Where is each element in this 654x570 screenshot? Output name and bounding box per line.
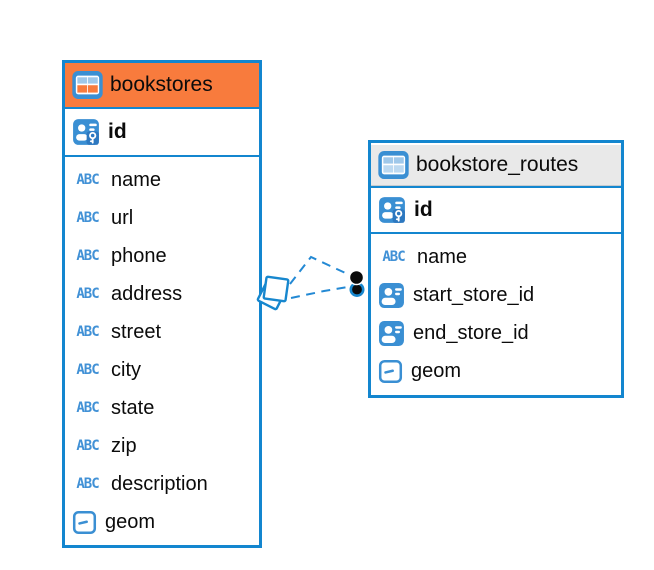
column-name: url (111, 206, 134, 229)
primary-key-row[interactable]: id (65, 109, 259, 157)
dot-marker-front (348, 269, 365, 286)
column-row[interactable]: geom (72, 503, 252, 541)
primary-key-row[interactable]: id (371, 188, 621, 234)
person-key-icon (378, 196, 406, 224)
text-abc-icon (72, 476, 103, 492)
column-name: phone (111, 244, 167, 267)
column-row[interactable]: description (72, 465, 252, 503)
column-name: geom (105, 510, 156, 533)
text-abc-icon (72, 362, 103, 378)
column-name: id (108, 120, 127, 143)
column-name: name (417, 245, 468, 268)
column-name: id (414, 198, 433, 221)
dot-marker-back (349, 281, 365, 297)
table-header-bookstores[interactable]: bookstores (65, 63, 259, 109)
column-row[interactable]: state (72, 389, 252, 427)
column-name: street (111, 320, 162, 343)
column-row[interactable]: street (72, 313, 252, 351)
column-row[interactable]: city (72, 351, 252, 389)
column-row[interactable]: address (72, 275, 252, 313)
relationship-lines[interactable] (289, 255, 355, 299)
text-abc-icon (72, 286, 103, 302)
columns-list: name start_store_id end_store_id geom (371, 234, 621, 394)
column-row[interactable]: end_store_id (378, 314, 614, 352)
column-row[interactable]: zip (72, 427, 252, 465)
geometry-icon (378, 359, 403, 384)
column-name: address (111, 282, 183, 305)
person-badge-icon (378, 320, 405, 347)
column-row[interactable]: name (378, 238, 614, 276)
column-row[interactable]: geom (378, 352, 614, 390)
column-name: geom (411, 359, 462, 382)
column-row[interactable]: url (72, 199, 252, 237)
relationship-line[interactable] (290, 285, 355, 299)
text-abc-icon (378, 249, 409, 265)
diamond-marker-front (262, 275, 290, 303)
text-abc-icon (72, 172, 103, 188)
table-icon (378, 151, 409, 179)
column-name: city (111, 358, 141, 381)
entity-table-bookstores[interactable]: bookstores id name url phone address str… (62, 60, 262, 548)
column-name: name (111, 168, 162, 191)
column-row[interactable]: start_store_id (378, 276, 614, 314)
column-name: zip (111, 434, 137, 457)
geometry-icon (72, 510, 97, 535)
relationship-line[interactable] (289, 255, 355, 285)
person-key-icon (72, 118, 100, 146)
text-abc-icon (72, 210, 103, 226)
table-icon (72, 71, 103, 99)
column-row[interactable]: phone (72, 237, 252, 275)
text-abc-icon (72, 400, 103, 416)
column-name: description (111, 472, 208, 495)
diamond-end-marker[interactable] (256, 275, 290, 311)
table-name: bookstores (110, 73, 213, 96)
table-header-bookstore-routes[interactable]: bookstore_routes (371, 143, 621, 188)
entity-table-bookstore-routes[interactable]: bookstore_routes id name start_store_id … (368, 140, 624, 398)
text-abc-icon (72, 324, 103, 340)
column-row[interactable]: name (72, 161, 252, 199)
text-abc-icon (72, 248, 103, 264)
text-abc-icon (72, 438, 103, 454)
table-name: bookstore_routes (416, 152, 579, 176)
person-badge-icon (378, 282, 405, 309)
column-name: end_store_id (413, 321, 529, 344)
column-name: start_store_id (413, 283, 535, 306)
column-name: state (111, 396, 155, 419)
dot-end-marker[interactable] (348, 269, 365, 297)
columns-list: name url phone address street city state (65, 157, 259, 545)
